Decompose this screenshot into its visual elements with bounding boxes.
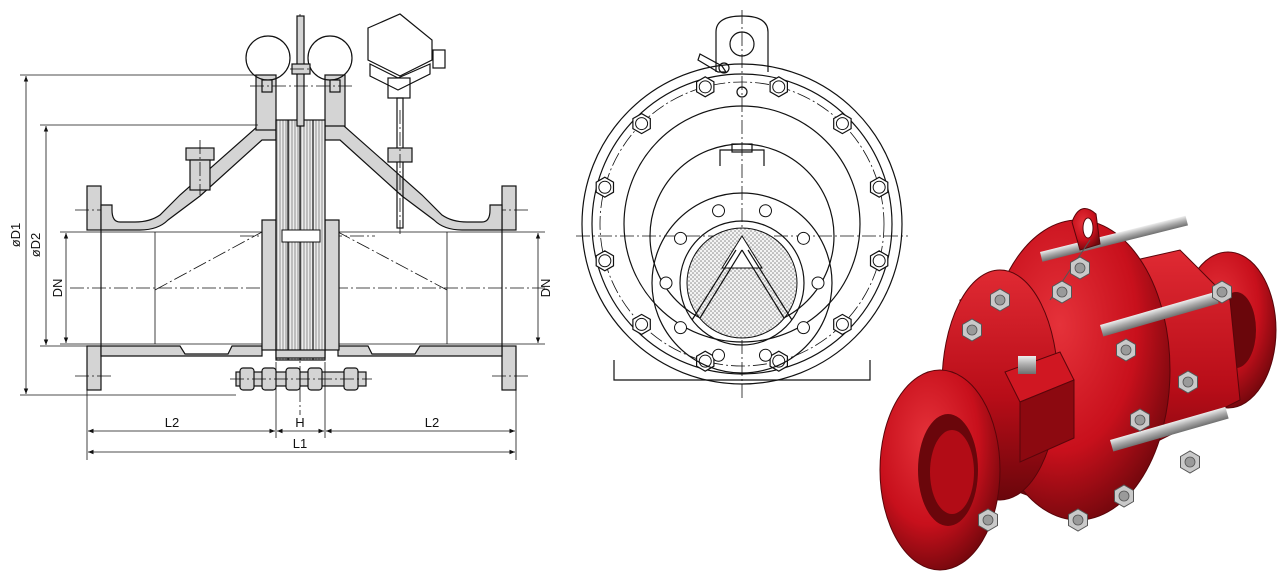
inner-bolt-4 [758, 348, 772, 362]
outer-bolt-washer-8 [598, 254, 612, 268]
inner-bolt-3 [796, 321, 810, 335]
dim-label-dn-left: DN [50, 279, 65, 298]
bolt-3d-end-9 [1184, 456, 1196, 468]
outer-bolt-washer-10 [635, 117, 649, 131]
inner-bolt-0 [758, 204, 772, 218]
dim-label-l2-right: L2 [425, 415, 439, 430]
dim-label-dn-right: DN [538, 279, 553, 298]
bolt-3d-end-6 [1072, 514, 1084, 526]
temperature-sensor [367, 13, 446, 235]
outer-bolt-washer-3 [872, 254, 886, 268]
bolt-3d-end-2 [1074, 262, 1086, 274]
bolt-3d-end-4 [1134, 414, 1146, 426]
outer-bolt-washer-7 [635, 317, 649, 331]
dim-label-l2-left: L2 [165, 415, 179, 430]
dim-label-od1: øD1 [8, 223, 23, 248]
inner-bolt-7 [659, 276, 673, 290]
bolt-3d-end-1 [994, 294, 1006, 306]
outer-bolt-washer-0 [772, 80, 786, 94]
inner-bolt-2 [811, 276, 825, 290]
bolt-3d-end-0 [966, 324, 978, 336]
bolt-3d-end-3 [1120, 344, 1132, 356]
inner-bolt-6 [674, 321, 688, 335]
outer-bolt-washer-2 [872, 180, 886, 194]
inner-bolt-8 [674, 231, 688, 245]
outer-bolt-washer-11 [698, 80, 712, 94]
dim-label-h: H [295, 415, 304, 430]
inner-bolt-1 [796, 231, 810, 245]
dim-label-od2: øD2 [28, 233, 43, 258]
bolt-3d-end-5 [1118, 490, 1130, 502]
front-view [576, 10, 908, 400]
bolt-3d-end-8 [1216, 286, 1228, 298]
inner-bolt-9 [712, 204, 726, 218]
outer-bolt-washer-1 [835, 117, 849, 131]
dim-label-l1: L1 [293, 436, 307, 451]
section-view: øD1 øD2 DN DN L2 H L2 L1 [8, 13, 553, 460]
bolt-3d-end-11 [1056, 286, 1068, 298]
bolt-3d-end-10 [982, 514, 994, 526]
outer-bolt-washer-9 [598, 180, 612, 194]
isometric-render [879, 208, 1277, 571]
inner-bolt-5 [712, 348, 726, 362]
outer-bolt-washer-4 [835, 317, 849, 331]
bolt-3d-end-7 [1182, 376, 1194, 388]
